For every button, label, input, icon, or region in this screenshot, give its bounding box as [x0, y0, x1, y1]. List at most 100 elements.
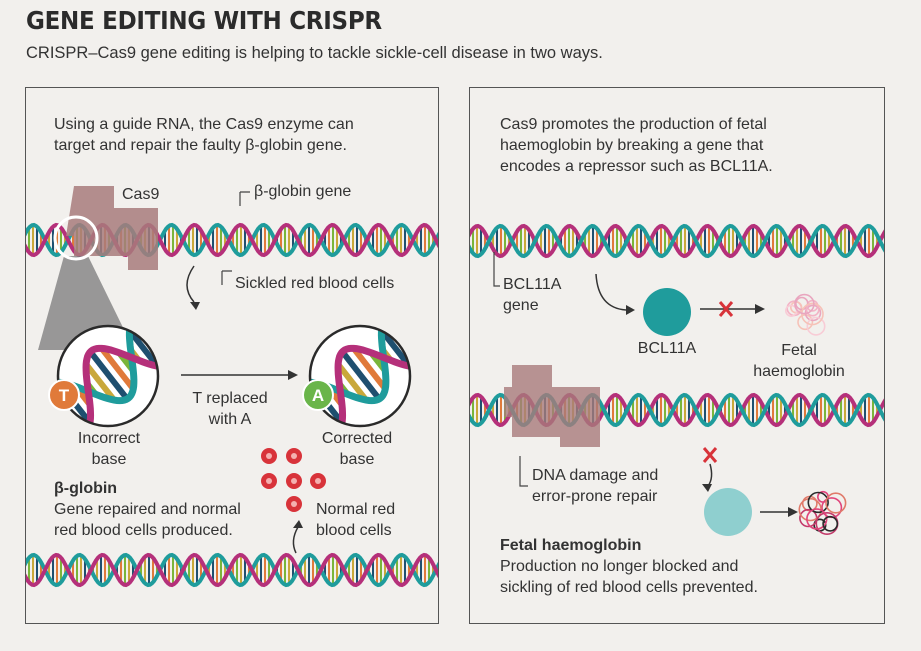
replace-label-line2: with A	[208, 411, 252, 428]
fetal-haemoglobin-line2: haemoglobin	[753, 363, 845, 380]
corrected-base-line1: Corrected	[321, 430, 393, 447]
fetal-result-line1: Production no longer blocked and	[500, 558, 739, 575]
base-pair	[296, 417, 304, 428]
page-subtitle: CRISPR–Cas9 gene editing is helping to t…	[26, 44, 603, 62]
cas9-enzyme-right	[504, 365, 600, 447]
page-title: GENE EDITING WITH CRISPR	[26, 6, 382, 35]
sickled-cell	[240, 331, 257, 347]
bcl11a-gene-line1: BCL11A	[503, 276, 562, 293]
sickled-cell	[200, 331, 219, 342]
base-pair	[351, 346, 388, 391]
dna-damage-line1: DNA damage and	[532, 467, 659, 484]
fetal-haemoglobin-line1: Fetal	[781, 342, 817, 359]
fetal-haemoglobin-produced	[798, 490, 847, 535]
haemoglobin-loop	[806, 508, 828, 530]
sickled-red-blood-cells	[176, 302, 261, 347]
bcl11a-expression-arrow-head	[626, 305, 635, 315]
sickled-cells-label: Sickled red blood cells	[235, 275, 395, 292]
base-pair	[340, 349, 382, 401]
replace-arrow-head	[288, 370, 298, 380]
target-site-ring	[53, 215, 99, 261]
base-pair	[379, 328, 410, 369]
base-pair	[88, 349, 130, 401]
fetal-haemoglobin-diagram	[470, 223, 884, 536]
blocked-x-icon	[718, 301, 734, 317]
dna-helix-bcl11a	[470, 223, 884, 259]
base-pair	[44, 417, 52, 428]
bcl11a-protein-label: BCL11A	[637, 340, 697, 357]
base-pair	[414, 319, 428, 337]
normal-cell-center	[291, 501, 297, 507]
normal-cell-center	[291, 453, 297, 459]
a-base-badge: A	[302, 379, 334, 411]
haemoglobin-loop	[806, 316, 826, 336]
base-pair	[335, 362, 369, 402]
fetal-result-line2: sickling of red blood cells prevented.	[500, 579, 758, 596]
dna-strand	[58, 333, 158, 426]
sickled-cell	[210, 307, 228, 320]
t-base-badge: T	[48, 379, 80, 411]
base-pair	[99, 346, 136, 391]
normal-cells-line1: Normal red	[316, 501, 396, 518]
dna-strand	[310, 326, 410, 426]
cas9-enzyme	[66, 186, 158, 270]
dna-strand	[26, 552, 438, 588]
panel-beta-globin: T A Using a guide RNA, the Cas9 enzyme c…	[25, 87, 439, 624]
sickled-cell	[176, 307, 193, 321]
normal-cell-center	[315, 478, 321, 484]
base-pair	[127, 328, 158, 369]
right-intro-line2: haemoglobin by breaking a gene that	[500, 137, 764, 154]
beta-globin-heading: β-globin	[54, 480, 118, 497]
bcl11a-gene-line2: gene	[503, 297, 539, 314]
sickled-cell	[248, 302, 261, 320]
left-intro-line1: Using a guide RNA, the Cas9 enzyme can	[54, 116, 354, 133]
replace-label-line1: T replaced	[192, 390, 268, 407]
bcl11a-protein-reduced	[704, 488, 752, 536]
dna-strand	[470, 223, 884, 259]
fetal-haemoglobin-faded	[785, 293, 826, 336]
incorrect-base-line2: base	[91, 451, 127, 468]
normal-cells-arrow-head	[293, 520, 303, 528]
haemoglobin-loop	[822, 515, 839, 532]
svg-text:T: T	[59, 386, 70, 405]
bcl11a-gene-leader	[493, 252, 500, 287]
dna-helix-bottom	[26, 552, 438, 588]
dna-strand	[58, 326, 158, 426]
cut-arrow-head	[190, 302, 200, 310]
dna-strand	[470, 223, 884, 259]
normal-cells-arrow	[292, 526, 299, 554]
repression-arrow-head	[755, 304, 765, 314]
corrected-base-zoom	[296, 319, 428, 428]
gene-label-leader	[239, 191, 250, 206]
sickled-label-leader	[221, 270, 232, 285]
haemoglobin-loop	[807, 491, 829, 514]
haemoglobin-loop	[825, 492, 847, 514]
svg-text:A: A	[312, 386, 324, 405]
panel-fetal-haemoglobin: Cas9 promotes the production of fetal ha…	[469, 87, 885, 624]
corrected-base-line2: base	[339, 451, 375, 468]
beta-globin-result-line1: Gene repaired and normal	[54, 501, 241, 518]
normal-cells-line2: blood cells	[316, 522, 392, 539]
normal-cell-center	[266, 453, 272, 459]
dna-strand	[310, 333, 410, 426]
cut-arrow	[186, 265, 195, 303]
production-arrow-head	[788, 507, 798, 517]
haemoglobin-loop	[794, 293, 815, 315]
base-pair	[83, 362, 117, 402]
base-pair	[162, 319, 176, 337]
damage-leader	[519, 456, 528, 487]
normal-red-blood-cells	[261, 448, 326, 512]
faded-expression-arrow-head	[702, 484, 712, 492]
faded-expression-arrow	[707, 463, 713, 487]
blocked-x-icon-lower	[702, 447, 718, 463]
normal-cell-center	[291, 478, 297, 484]
normal-cell-center	[266, 478, 272, 484]
cas9-label: Cas9	[122, 186, 160, 203]
beta-globin-gene-label: β-globin gene	[254, 183, 352, 200]
fetal-haemoglobin-heading: Fetal haemoglobin	[500, 537, 642, 554]
haemoglobin-loop	[794, 296, 809, 311]
right-intro-line3: encodes a repressor such as BCL11A.	[500, 158, 773, 175]
incorrect-base-zoom	[44, 319, 176, 428]
right-intro-line1: Cas9 promotes the production of fetal	[500, 116, 767, 133]
dna-damage-line2: error-prone repair	[532, 488, 658, 505]
